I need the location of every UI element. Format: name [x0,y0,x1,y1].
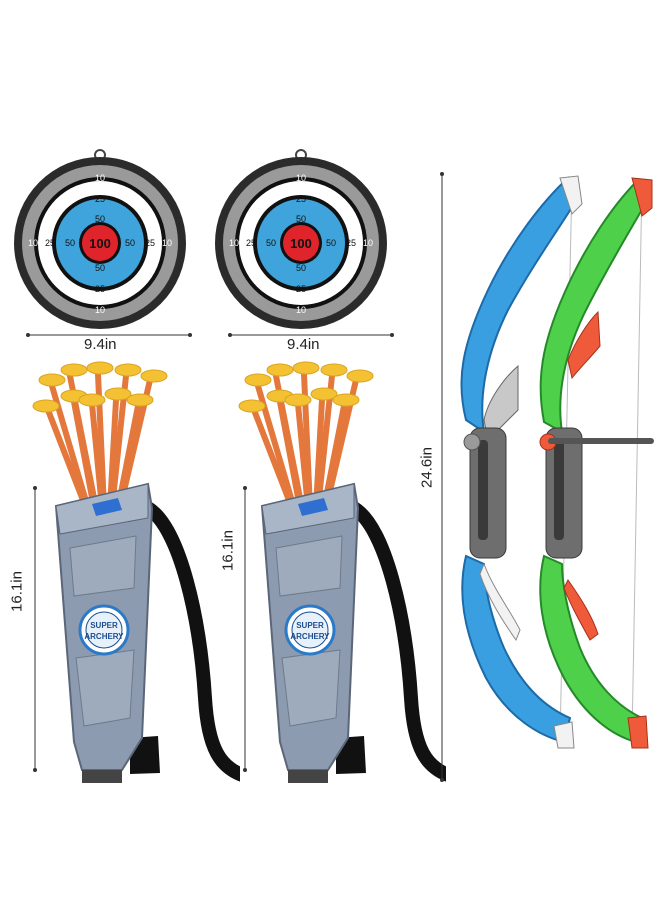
svg-text:25: 25 [95,284,105,294]
svg-text:25: 25 [296,194,306,204]
svg-text:50: 50 [326,238,336,248]
quiver-logo-line1: SUPER [296,621,324,630]
svg-text:50: 50 [95,263,105,273]
target-center-score: 100 [290,236,312,251]
quiver-logo-line2: ARCHERY [290,632,330,641]
green-bow [539,177,654,749]
bow-height-dimension-line [440,172,444,782]
target-2: 100 10 10 10 10 25 25 25 25 50 50 50 50 [215,149,387,329]
svg-text:50: 50 [296,214,306,224]
svg-text:50: 50 [266,238,276,248]
svg-text:10: 10 [162,238,172,248]
quiver-1: SUPER ARCHERY [32,361,240,783]
svg-text:10: 10 [363,238,373,248]
bows [460,175,654,749]
svg-text:10: 10 [95,173,105,183]
svg-text:10: 10 [229,238,239,248]
svg-text:25: 25 [346,238,356,248]
svg-text:25: 25 [246,238,256,248]
target-1: 100 10 10 10 10 25 25 25 25 50 50 50 50 [14,149,186,329]
svg-text:25: 25 [145,238,155,248]
svg-text:10: 10 [28,238,38,248]
arrow-bundle [32,361,168,511]
svg-text:10: 10 [95,305,105,315]
bow-height-label: 24.6in [418,447,436,488]
quiver-logo-line1: SUPER [90,621,118,630]
quiver-1-height-label: 16.1in [8,571,26,612]
svg-text:10: 10 [296,305,306,315]
svg-text:50: 50 [296,263,306,273]
arrow-bundle [238,361,374,511]
target-1-width-label: 9.4in [84,336,117,353]
svg-text:50: 50 [95,214,105,224]
blue-bow [460,175,583,749]
quiver-height-dimension-lines [33,486,247,772]
quiver-2-height-label: 16.1in [219,530,237,571]
svg-text:10: 10 [296,173,306,183]
svg-text:25: 25 [45,238,55,248]
quiver-logo-line2: ARCHERY [84,632,124,641]
target-width-dimension-lines [26,333,394,337]
quiver-2: SUPER ARCHERY [238,361,446,783]
target-2-width-label: 9.4in [287,336,320,353]
svg-text:25: 25 [296,284,306,294]
svg-text:50: 50 [125,238,135,248]
target-center-score: 100 [89,236,111,251]
svg-text:25: 25 [95,194,105,204]
svg-text:50: 50 [65,238,75,248]
